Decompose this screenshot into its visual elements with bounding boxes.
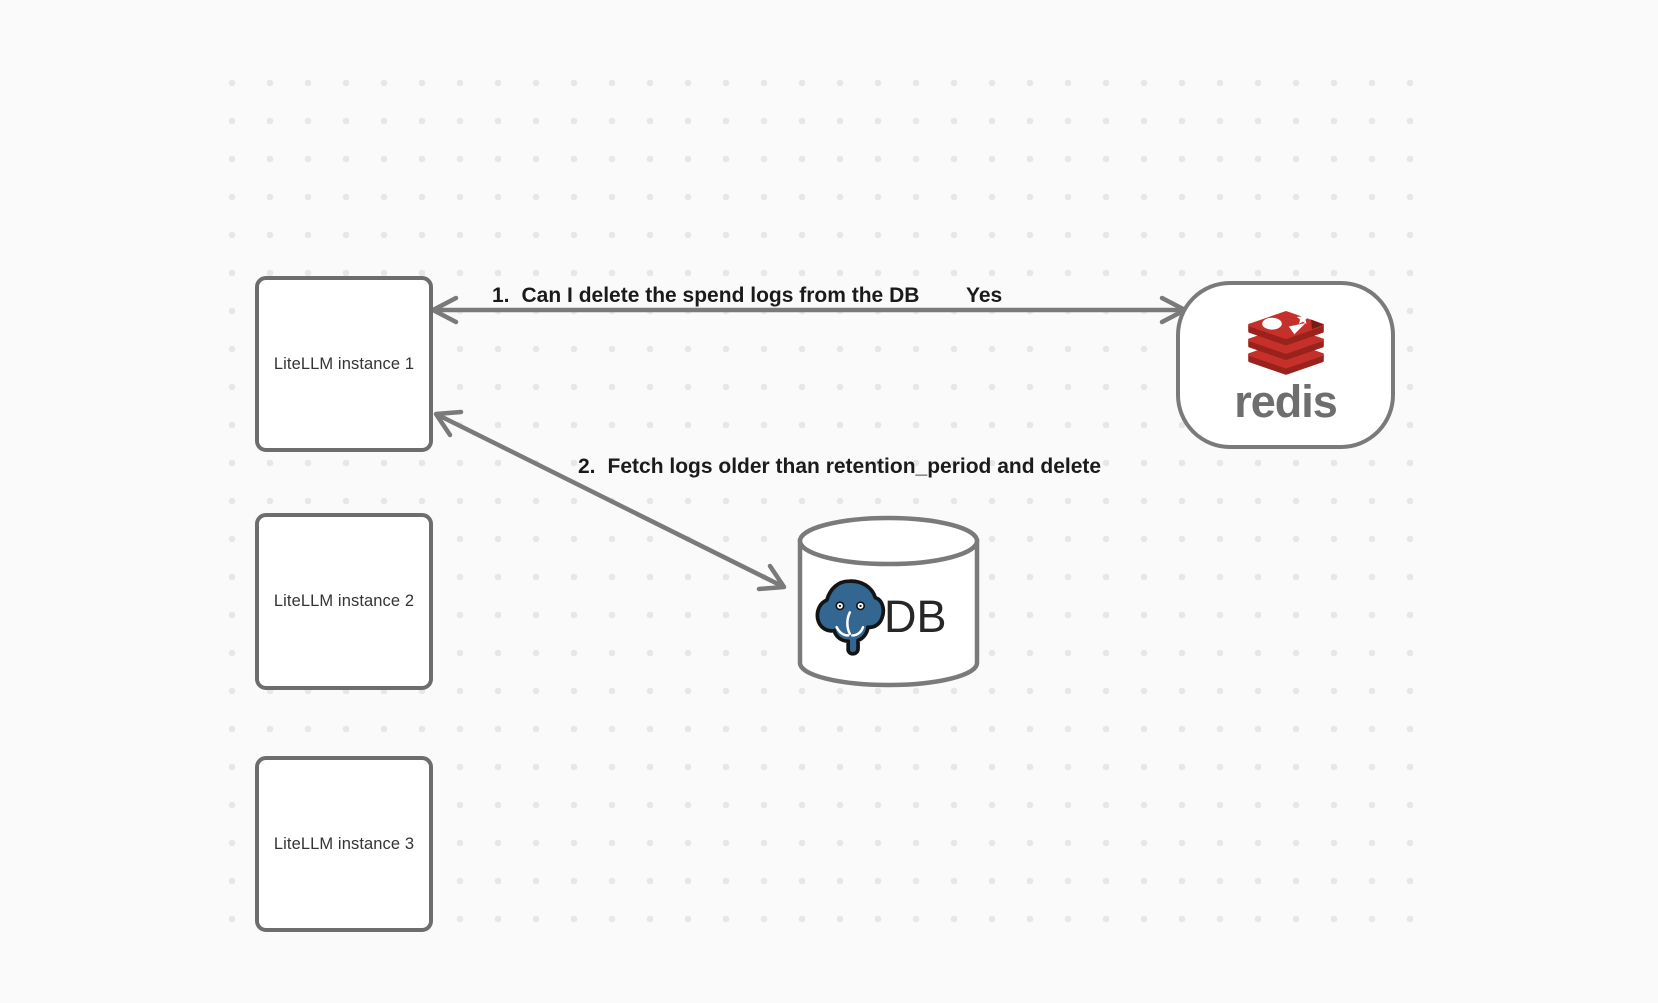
redis-logo-icon	[1247, 310, 1324, 375]
node-litellm-instance-2-label: LiteLLM instance 2	[273, 592, 415, 610]
node-db-cylinder[interactable]	[797, 515, 980, 691]
arrow-litellm-db[interactable]	[433, 409, 787, 592]
edge2-text: Fetch logs older than retention_period a…	[607, 455, 1102, 478]
node-litellm-instance-1-label: LiteLLM instance 1	[273, 354, 415, 373]
edge1-answer: Yes	[966, 284, 1003, 307]
node-litellm-instance-2[interactable]: LiteLLM instance 2	[255, 513, 433, 690]
node-litellm-instance-1[interactable]: LiteLLM instance 1	[255, 276, 433, 452]
edge1-number: 1.	[492, 284, 510, 307]
edge2-number: 2.	[578, 455, 596, 478]
node-litellm-instance-3[interactable]: LiteLLM instance 3	[255, 756, 433, 932]
node-db-label: DB	[884, 591, 947, 642]
edge1-text: Can I delete the spend logs from the DB	[521, 284, 920, 307]
node-litellm-instance-3-label: LiteLLM instance 3	[273, 834, 415, 853]
node-redis[interactable]: redis	[1176, 281, 1395, 449]
edge2-label: 2. Fetch logs older than retention_period…	[578, 455, 1101, 479]
postgresql-elephant-icon	[815, 579, 886, 656]
edge1-label: 1. Can I delete the spend logs from the D…	[492, 284, 919, 308]
node-redis-label: redis	[1234, 375, 1338, 427]
